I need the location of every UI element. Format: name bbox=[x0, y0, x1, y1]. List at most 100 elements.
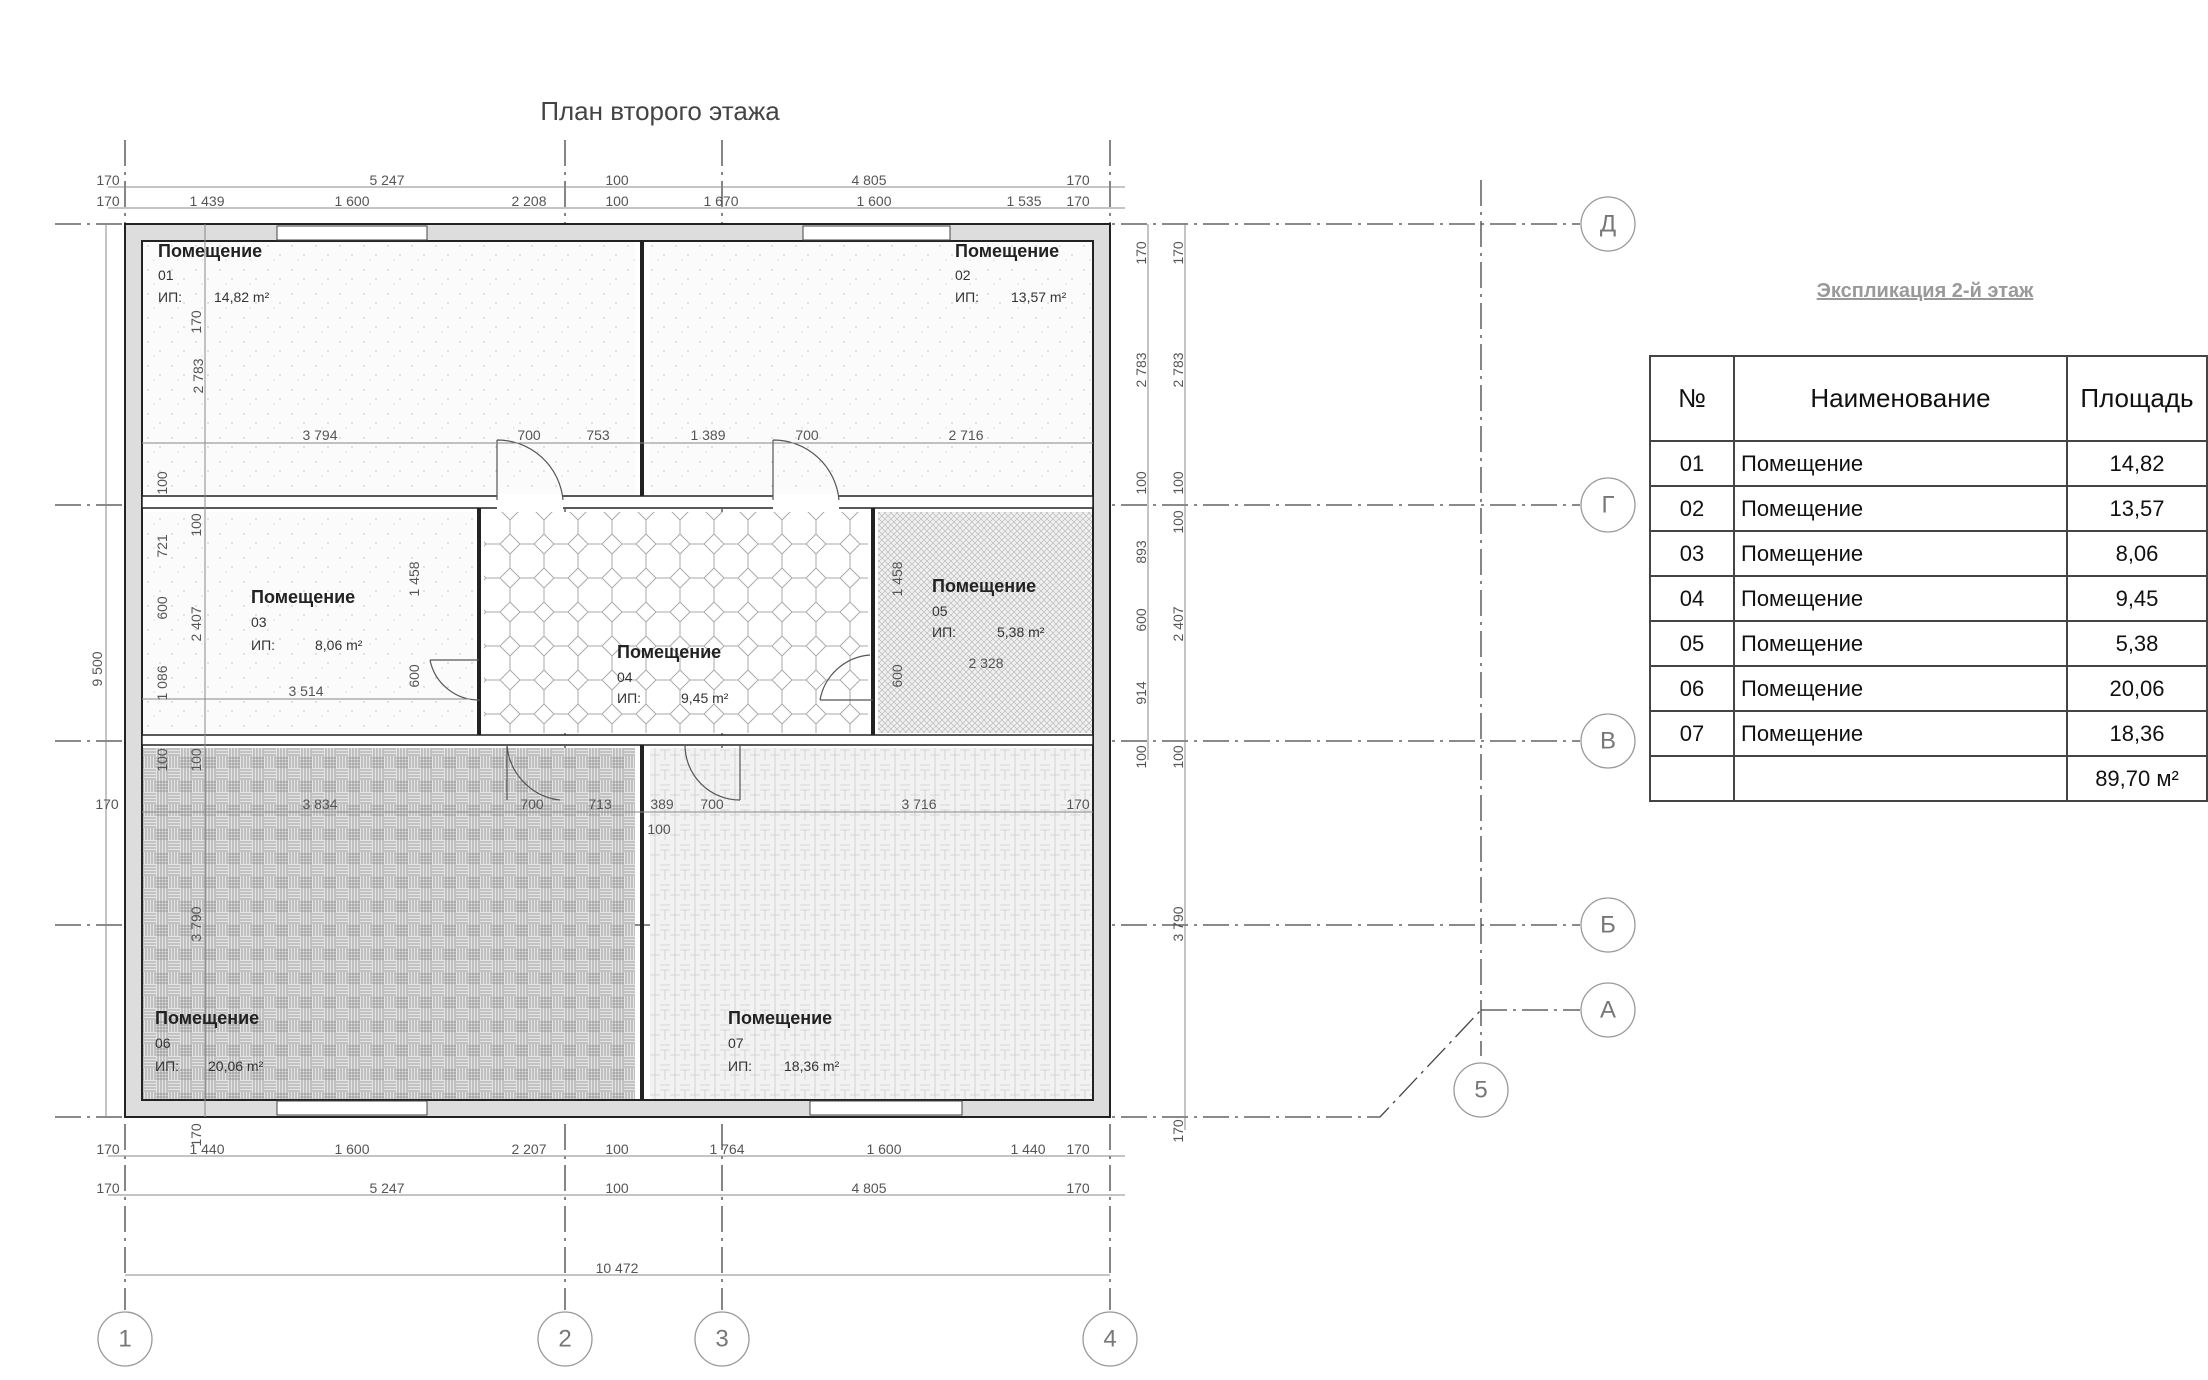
svg-text:01: 01 bbox=[158, 267, 174, 283]
svg-text:14,82 m²: 14,82 m² bbox=[214, 289, 270, 305]
svg-text:170: 170 bbox=[1066, 1180, 1090, 1196]
svg-text:2: 2 bbox=[558, 1326, 571, 1353]
svg-text:100: 100 bbox=[605, 193, 629, 209]
svg-text:170: 170 bbox=[188, 1123, 204, 1147]
svg-text:3 790: 3 790 bbox=[1170, 906, 1186, 941]
cell-area: 5,38 bbox=[2066, 620, 2208, 667]
axis-bubble-V: В bbox=[1580, 713, 1636, 769]
svg-text:170: 170 bbox=[96, 193, 120, 209]
svg-text:600: 600 bbox=[889, 664, 905, 688]
svg-text:5 247: 5 247 bbox=[369, 172, 404, 188]
svg-text:100: 100 bbox=[605, 1141, 629, 1157]
svg-text:8,06 m²: 8,06 m² bbox=[315, 637, 363, 653]
svg-text:170: 170 bbox=[1170, 1119, 1186, 1143]
doors bbox=[429, 439, 873, 801]
cell-number: 03 bbox=[1649, 530, 1735, 577]
room-06-fill bbox=[142, 748, 635, 1100]
svg-text:2 328: 2 328 bbox=[968, 655, 1003, 671]
svg-text:ИП:: ИП: bbox=[617, 690, 641, 706]
header-area: Площадь bbox=[2066, 355, 2208, 442]
svg-text:700: 700 bbox=[517, 427, 541, 443]
svg-text:Г: Г bbox=[1602, 492, 1615, 519]
svg-text:170: 170 bbox=[1170, 241, 1186, 265]
svg-text:3: 3 bbox=[715, 1326, 728, 1353]
svg-text:Помещение: Помещение bbox=[155, 1008, 259, 1028]
svg-text:1 764: 1 764 bbox=[709, 1141, 744, 1157]
svg-text:1 440: 1 440 bbox=[189, 1141, 224, 1157]
svg-text:ИП:: ИП: bbox=[728, 1058, 752, 1074]
svg-text:2 407: 2 407 bbox=[1170, 606, 1186, 641]
cell-area: 8,06 bbox=[2066, 530, 2208, 577]
header-number: № bbox=[1649, 355, 1735, 442]
cell-area: 14,82 bbox=[2066, 440, 2208, 487]
cell-name: Помещение bbox=[1733, 485, 2068, 532]
svg-text:1 389: 1 389 bbox=[690, 427, 725, 443]
svg-text:Помещение: Помещение bbox=[158, 241, 262, 261]
svg-text:170: 170 bbox=[188, 310, 204, 334]
svg-text:1 086: 1 086 bbox=[154, 665, 170, 700]
svg-text:4: 4 bbox=[1103, 1326, 1116, 1353]
cell-area: 13,57 bbox=[2066, 485, 2208, 532]
svg-text:170: 170 bbox=[1066, 193, 1090, 209]
svg-text:100: 100 bbox=[188, 748, 204, 772]
explication-title: Экспликация 2-й этаж bbox=[1816, 280, 2034, 302]
svg-text:Помещение: Помещение bbox=[932, 576, 1036, 596]
svg-text:4 805: 4 805 bbox=[851, 1180, 886, 1196]
svg-text:3 716: 3 716 bbox=[901, 796, 936, 812]
svg-text:Помещение: Помещение bbox=[251, 587, 355, 607]
cell-name: Помещение bbox=[1733, 530, 2068, 577]
svg-text:13,57 m²: 13,57 m² bbox=[1011, 289, 1067, 305]
svg-text:2 208: 2 208 bbox=[511, 193, 546, 209]
svg-text:Б: Б bbox=[1600, 912, 1616, 939]
svg-text:Д: Д bbox=[1600, 211, 1616, 238]
axis-bubble-B: Б bbox=[1580, 897, 1636, 953]
svg-text:100: 100 bbox=[154, 471, 170, 495]
cell-name: Помещение bbox=[1733, 665, 2068, 712]
cell-area: 20,06 bbox=[2066, 665, 2208, 712]
cell-name: Помещение bbox=[1733, 575, 2068, 622]
svg-text:03: 03 bbox=[251, 614, 267, 630]
svg-text:07: 07 bbox=[728, 1035, 744, 1051]
walls bbox=[124, 223, 1111, 1118]
svg-text:2 783: 2 783 bbox=[1133, 352, 1149, 387]
svg-text:170: 170 bbox=[1066, 1141, 1090, 1157]
svg-text:721: 721 bbox=[154, 534, 170, 558]
svg-text:06: 06 bbox=[155, 1035, 171, 1051]
svg-text:2 407: 2 407 bbox=[188, 606, 204, 641]
axis-bubble-3: 3 bbox=[694, 1311, 750, 1367]
svg-text:02: 02 bbox=[955, 267, 971, 283]
svg-text:3 794: 3 794 bbox=[302, 427, 337, 443]
cell-number: 04 bbox=[1649, 575, 1735, 622]
svg-text:389: 389 bbox=[650, 796, 674, 812]
svg-text:100: 100 bbox=[1170, 510, 1186, 534]
svg-text:1 600: 1 600 bbox=[866, 1141, 901, 1157]
axis-bubble-5: 5 bbox=[1453, 1062, 1509, 1118]
svg-text:700: 700 bbox=[795, 427, 819, 443]
svg-text:9,45 m²: 9,45 m² bbox=[681, 690, 729, 706]
svg-text:В: В bbox=[1600, 728, 1616, 755]
svg-text:3 834: 3 834 bbox=[302, 796, 337, 812]
cell-number: 05 bbox=[1649, 620, 1735, 667]
plan-title: План второго этажа bbox=[540, 96, 780, 126]
svg-text:ИП:: ИП: bbox=[251, 637, 275, 653]
cell-area: 18,36 bbox=[2066, 710, 2208, 757]
svg-text:713: 713 bbox=[588, 796, 612, 812]
svg-text:9 500: 9 500 bbox=[89, 651, 105, 686]
svg-text:100: 100 bbox=[647, 821, 671, 837]
svg-text:Помещение: Помещение bbox=[955, 241, 1059, 261]
svg-text:100: 100 bbox=[188, 513, 204, 537]
svg-text:5 247: 5 247 bbox=[369, 1180, 404, 1196]
cell-name: Помещение bbox=[1733, 440, 2068, 487]
